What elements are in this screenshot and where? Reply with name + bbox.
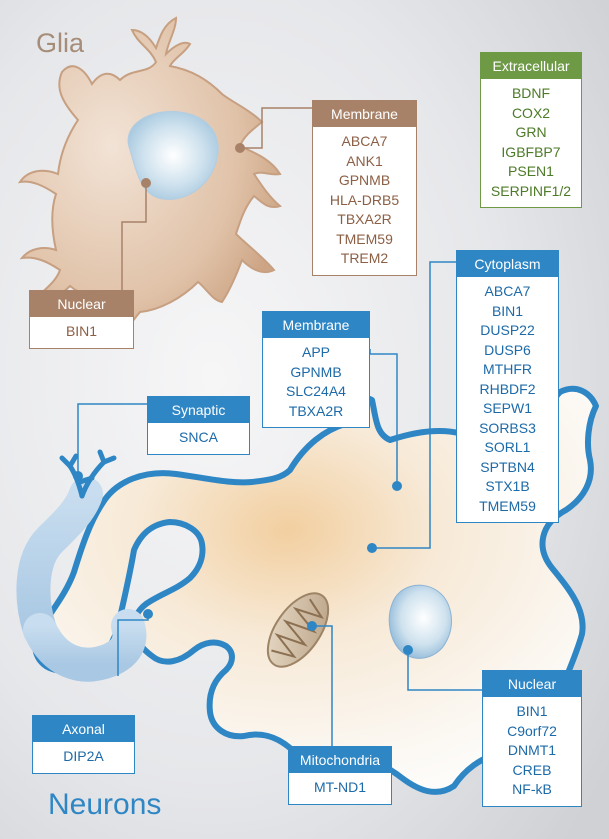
gene-label: SNCA bbox=[148, 428, 249, 448]
gene-label: TMEM59 bbox=[313, 230, 416, 250]
gene-label: SERPINF1/2 bbox=[481, 182, 581, 202]
gene-label: SEPW1 bbox=[457, 399, 558, 419]
neuron-cytoplasm-header: Cytoplasm bbox=[457, 251, 558, 277]
gene-label: BIN1 bbox=[457, 302, 558, 322]
extracellular-header: Extracellular bbox=[481, 53, 581, 79]
gene-label: BIN1 bbox=[30, 322, 133, 342]
gene-label: RHBDF2 bbox=[457, 380, 558, 400]
glia-membrane-header: Membrane bbox=[313, 101, 416, 127]
gene-label: MTHFR bbox=[457, 360, 558, 380]
neuron-nuclear-list: BIN1 C9orf72 DNMT1 CREB NF-kB bbox=[483, 697, 581, 806]
neuron-mitochondria-header: Mitochondria bbox=[289, 747, 391, 773]
neuron-axonal-box: Axonal DIP2A bbox=[32, 715, 135, 774]
neuron-membrane-box: Membrane APP GPNMB SLC24A4 TBXA2R bbox=[262, 311, 370, 428]
extracellular-list: BDNF COX2 GRN IGBFBP7 PSEN1 SERPINF1/2 bbox=[481, 79, 581, 207]
neuron-synaptic-header: Synaptic bbox=[148, 397, 249, 423]
gene-label: GPNMB bbox=[313, 171, 416, 191]
neurons-title: Neurons bbox=[48, 788, 161, 822]
gene-label: BDNF bbox=[481, 84, 581, 104]
gene-label: DIP2A bbox=[33, 747, 134, 767]
glia-membrane-list: ABCA7 ANK1 GPNMB HLA-DRB5 TBXA2R TMEM59 … bbox=[313, 127, 416, 275]
gene-label: TBXA2R bbox=[313, 210, 416, 230]
gene-label: C9orf72 bbox=[483, 722, 581, 742]
gene-label: CREB bbox=[483, 761, 581, 781]
glia-membrane-box: Membrane ABCA7 ANK1 GPNMB HLA-DRB5 TBXA2… bbox=[312, 100, 417, 276]
gene-label: DUSP6 bbox=[457, 341, 558, 361]
neuron-synaptic-list: SNCA bbox=[148, 423, 249, 454]
gene-label: PSEN1 bbox=[481, 162, 581, 182]
neuron-axonal-list: DIP2A bbox=[33, 742, 134, 773]
gene-label: COX2 bbox=[481, 104, 581, 124]
gene-label: HLA-DRB5 bbox=[313, 191, 416, 211]
neuron-synaptic-box: Synaptic SNCA bbox=[147, 396, 250, 455]
glia-title: Glia bbox=[36, 28, 84, 59]
glia-nuclear-list: BIN1 bbox=[30, 317, 133, 348]
gene-label: BIN1 bbox=[483, 702, 581, 722]
neuron-membrane-list: APP GPNMB SLC24A4 TBXA2R bbox=[263, 338, 369, 427]
gene-label: NF-kB bbox=[483, 780, 581, 800]
gene-label: DUSP22 bbox=[457, 321, 558, 341]
extracellular-box: Extracellular BDNF COX2 GRN IGBFBP7 PSEN… bbox=[480, 52, 582, 208]
neuron-mitochondria-list: MT-ND1 bbox=[289, 773, 391, 804]
gene-label: SORBS3 bbox=[457, 419, 558, 439]
gene-label: DNMT1 bbox=[483, 741, 581, 761]
glia-nuclear-header: Nuclear bbox=[30, 291, 133, 317]
glia-nuclear-box: Nuclear BIN1 bbox=[29, 290, 134, 349]
neuron-membrane-header: Membrane bbox=[263, 312, 369, 338]
gene-label: GRN bbox=[481, 123, 581, 143]
gene-label: APP bbox=[263, 343, 369, 363]
gene-label: SORL1 bbox=[457, 438, 558, 458]
gene-label: TREM2 bbox=[313, 249, 416, 269]
gene-label: MT-ND1 bbox=[289, 778, 391, 798]
gene-label: GPNMB bbox=[263, 363, 369, 383]
gene-label: TBXA2R bbox=[263, 402, 369, 422]
gene-label: SLC24A4 bbox=[263, 382, 369, 402]
gene-label: SPTBN4 bbox=[457, 458, 558, 478]
gene-label: IGBFBP7 bbox=[481, 143, 581, 163]
gene-label: STX1B bbox=[457, 477, 558, 497]
gene-label: ABCA7 bbox=[313, 132, 416, 152]
neuron-nuclear-box: Nuclear BIN1 C9orf72 DNMT1 CREB NF-kB bbox=[482, 670, 582, 807]
gene-label: TMEM59 bbox=[457, 497, 558, 517]
neuron-cytoplasm-box: Cytoplasm ABCA7 BIN1 DUSP22 DUSP6 MTHFR … bbox=[456, 250, 559, 523]
neuron-nuclear-header: Nuclear bbox=[483, 671, 581, 697]
neuron-mitochondria-box: Mitochondria MT-ND1 bbox=[288, 746, 392, 805]
gene-label: ANK1 bbox=[313, 152, 416, 172]
neuron-cytoplasm-list: ABCA7 BIN1 DUSP22 DUSP6 MTHFR RHBDF2 SEP… bbox=[457, 277, 558, 522]
gene-label: ABCA7 bbox=[457, 282, 558, 302]
neuron-axonal-header: Axonal bbox=[33, 716, 134, 742]
